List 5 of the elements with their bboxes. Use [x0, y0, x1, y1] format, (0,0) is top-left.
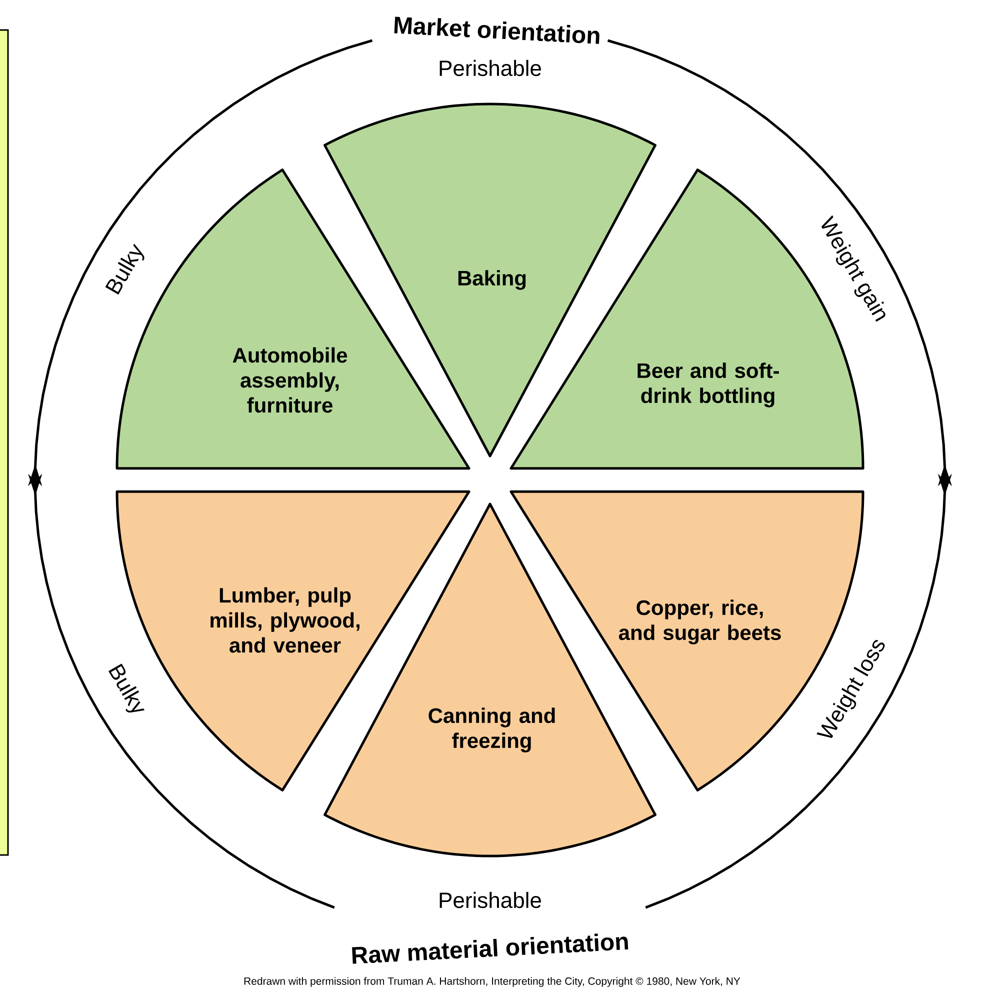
- side-label: Perishable: [440, 60, 541, 76]
- orientation-label: Raw material orientation: [348, 930, 632, 966]
- credit-line: Redrawn with permission from Truman A. Hartshorn, Interpreting the City, Copyright © 1980, New York, NY: [244, 977, 740, 987]
- orientation-label: Market orientation: [390, 14, 604, 46]
- side-label: Perishable: [440, 892, 541, 908]
